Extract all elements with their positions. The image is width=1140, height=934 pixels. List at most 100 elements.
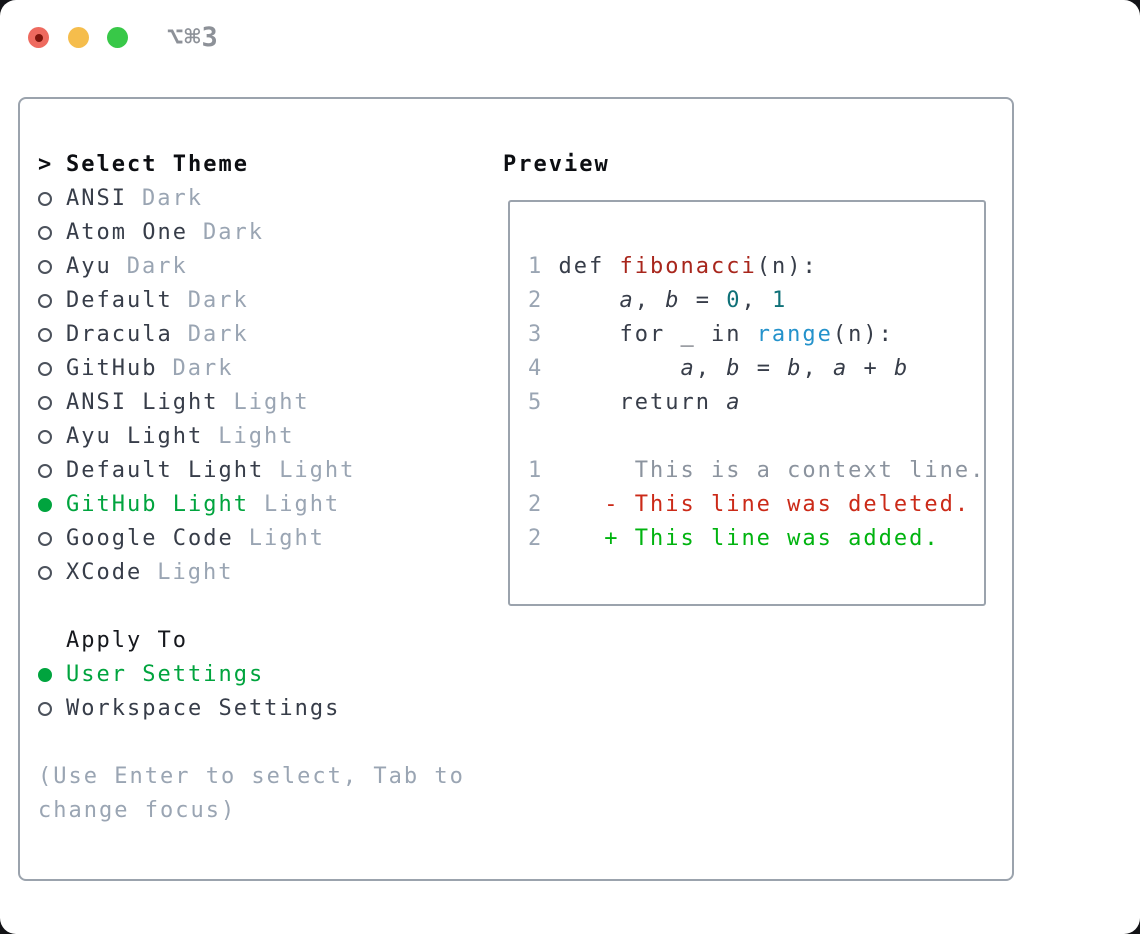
window-title-shortcut: ⌥⌘3 — [167, 22, 219, 53]
code-token: return — [558, 390, 727, 415]
focus-chevron-icon: > — [38, 152, 54, 177]
radio-icon — [38, 328, 52, 342]
theme-option[interactable]: ANSI Dark — [38, 182, 503, 216]
code-line: 2 a, b = 0, 1 — [528, 284, 984, 318]
code-token: , — [695, 356, 727, 381]
theme-name: GitHub Light — [66, 492, 249, 517]
code-token: = — [741, 356, 788, 381]
preview-column: Preview 1 def fibonacci(n):2 a, b = 0, 1… — [503, 148, 1012, 879]
radio-selected-icon — [38, 668, 52, 682]
code-token: , — [634, 288, 666, 313]
theme-variant-tag: Light — [233, 390, 310, 415]
theme-name: Default — [66, 288, 173, 313]
line-number: 4 — [528, 356, 559, 381]
code-token — [559, 288, 620, 313]
theme-variant-tag: Dark — [187, 288, 249, 313]
theme-variant-tag: Light — [248, 526, 325, 551]
theme-variant-tag: Dark — [141, 186, 203, 211]
theme-name: ANSI — [66, 186, 127, 211]
theme-name: XCode — [66, 560, 143, 585]
code-token: + — [848, 356, 894, 381]
theme-variant-tag: Dark — [172, 356, 234, 381]
close-button[interactable] — [28, 27, 49, 48]
radio-icon — [38, 362, 52, 376]
code-line: 3 for _ in range(n): — [528, 318, 984, 352]
theme-name: GitHub — [66, 356, 158, 381]
blank-line — [528, 420, 984, 454]
theme-variant-tag: Light — [218, 424, 295, 449]
line-number: 2 — [528, 288, 559, 313]
diff-line: 2 + This line was added. — [528, 522, 984, 556]
code-token: b — [893, 356, 910, 381]
theme-option[interactable]: GitHub Dark — [38, 352, 503, 386]
theme-option[interactable]: Google Code Light — [38, 522, 503, 556]
preview-title: Preview — [503, 152, 610, 177]
code-token: = — [680, 288, 727, 313]
theme-option[interactable]: Default Dark — [38, 284, 503, 318]
diff-text: + This line was added. — [604, 526, 940, 551]
code-token: a — [832, 356, 849, 381]
theme-name: Atom One — [66, 220, 188, 245]
close-dot-icon — [34, 33, 43, 42]
code-token: b — [726, 356, 742, 381]
diff-line: 1 This is a context line. — [528, 454, 984, 488]
line-number: 1 — [528, 458, 605, 483]
code-token: a — [726, 390, 742, 415]
spacer — [38, 726, 503, 760]
code-token: a — [680, 356, 696, 381]
code-token: , — [741, 288, 772, 313]
radio-selected-icon — [38, 498, 52, 512]
theme-option[interactable]: Ayu Light Light — [38, 420, 503, 454]
diff-line: 2 - This line was deleted. — [528, 488, 984, 522]
theme-name: Ayu — [66, 254, 112, 279]
zoom-button[interactable] — [107, 27, 128, 48]
theme-variant-tag: Dark — [187, 322, 249, 347]
diff-text: - This line was deleted. — [604, 492, 971, 517]
spacer — [38, 590, 503, 624]
theme-name: Ayu Light — [66, 424, 204, 449]
theme-variant-tag: Light — [263, 492, 341, 517]
code-token — [559, 356, 681, 381]
code-token: for _ in — [558, 322, 757, 347]
minimize-button[interactable] — [68, 27, 89, 48]
radio-icon — [38, 226, 52, 240]
theme-option[interactable]: GitHub Light Light — [38, 488, 503, 522]
theme-option[interactable]: ANSI Light Light — [38, 386, 503, 420]
line-number: 1 — [528, 254, 559, 279]
code-token: 1 — [771, 288, 788, 313]
radio-icon — [38, 192, 52, 206]
radio-icon — [38, 430, 52, 444]
apply-to-option[interactable]: User Settings — [38, 658, 503, 692]
radio-icon — [38, 294, 52, 308]
apply-to-label: Workspace Settings — [66, 696, 341, 721]
line-number: 3 — [528, 322, 559, 347]
code-line: 4 a, b = b, a + b — [528, 352, 984, 386]
code-token: b — [787, 356, 803, 381]
theme-option[interactable]: Dracula Dark — [38, 318, 503, 352]
radio-icon — [38, 464, 52, 478]
radio-icon — [38, 702, 52, 716]
select-theme-header: > Select Theme — [38, 148, 503, 182]
diff-text: This is a context line. — [604, 458, 986, 483]
titlebar: ⌥⌘3 — [0, 0, 1140, 72]
radio-icon — [38, 566, 52, 580]
theme-option[interactable]: Ayu Dark — [38, 250, 503, 284]
theme-name: Dracula — [66, 322, 173, 347]
theme-name: Google Code — [66, 526, 234, 551]
code-token: 0 — [726, 288, 742, 313]
code-token: b — [665, 288, 681, 313]
radio-icon — [38, 260, 52, 274]
apply-to-header: Apply To — [66, 628, 188, 653]
theme-variant-tag: Dark — [126, 254, 188, 279]
code-token: def — [558, 254, 620, 279]
apply-to-option[interactable]: Workspace Settings — [38, 692, 503, 726]
theme-variant-tag: Light — [279, 458, 356, 483]
theme-name: ANSI Light — [66, 390, 219, 415]
